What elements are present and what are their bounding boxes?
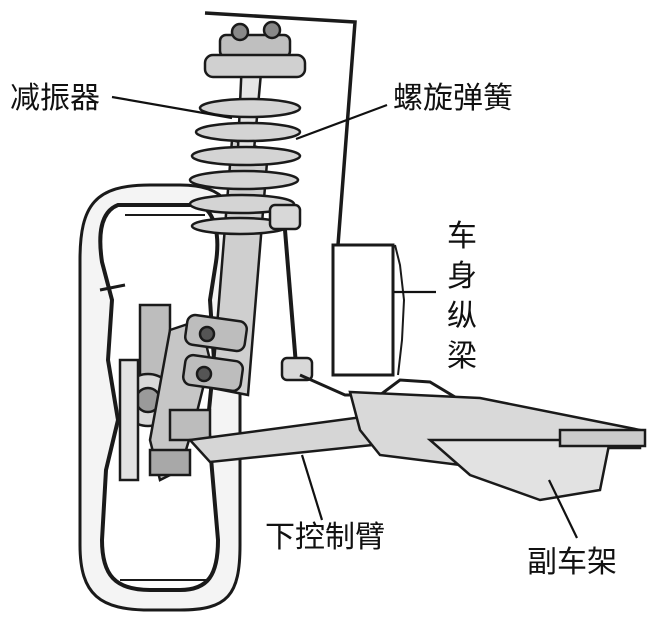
subframe-shape — [348, 390, 647, 502]
top-mount — [203, 20, 307, 79]
label-lower-control-arm: 下控制臂 — [265, 520, 385, 555]
label-subframe: 副车架 — [527, 545, 617, 580]
label-shock-absorber: 减振器 — [10, 81, 100, 116]
label-body-rail-char: 车 — [447, 219, 477, 254]
leader-lines — [111, 95, 578, 539]
label-body-rail-char: 身 — [447, 259, 477, 294]
label-body-rail: 车 身 纵 梁 — [445, 222, 479, 382]
body-rail-shape — [204, 11, 406, 377]
label-body-rail-char: 梁 — [447, 339, 477, 374]
stabilizer-link — [268, 203, 314, 382]
label-coil-spring: 螺旋弹簧 — [393, 81, 513, 116]
coil-spring — [188, 97, 302, 236]
label-body-rail-char: 纵 — [447, 299, 477, 334]
